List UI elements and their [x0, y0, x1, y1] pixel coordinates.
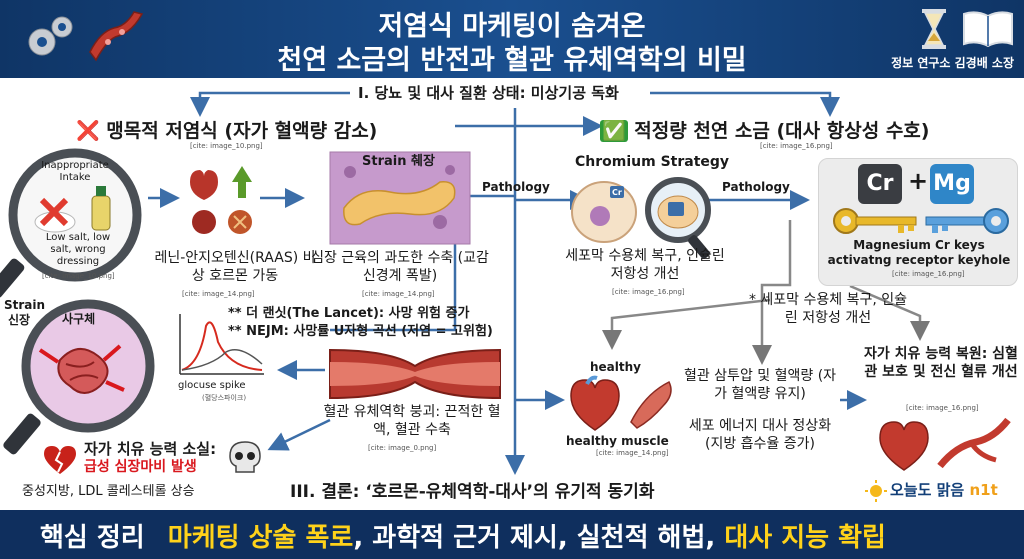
right-heading-text: 적정량 천연 소금 (대사 항상성 수호) — [634, 120, 930, 142]
membrane-label: 세포막 수용체 복구, 인슐린 저항성 개선 — [565, 248, 725, 282]
dressing-label: Low salt, low salt, wrong dressing — [45, 232, 111, 267]
recovery-cite: [cite: image_16.png] — [906, 404, 979, 412]
cell-cr-label: Cr — [612, 188, 622, 197]
glucose-spike-sub: (혈당스파이크) — [202, 394, 247, 402]
kidney-strain-label: Strain 신장 — [4, 298, 46, 327]
footer-summary: 핵심 정리 마케팅 상술 폭로, 과학적 근거 제시, 실천적 해법, 대사 지… — [0, 510, 1024, 559]
pancreas-icon — [329, 151, 471, 245]
lipids-label: 중성지방, LDL 콜레스테롤 상승 — [22, 484, 195, 499]
healthy-label: healthy — [590, 360, 641, 374]
keys-label: Magnesium Cr keys activatng receptor key… — [827, 238, 1011, 267]
right-heading: ✅ 적정량 천연 소금 (대사 항상성 수호) — [600, 116, 929, 143]
dressing-cite: [cite: image_10.png] — [42, 272, 115, 280]
heart-strain-cite: [cite: image_14.png] — [362, 290, 435, 298]
collapse-cite: [cite: image_0.png] — [368, 444, 437, 452]
raas-label: 레닌-안지오텐신(RAAS) 비상 호르몬 가동 — [154, 250, 316, 284]
blue-key-icon — [925, 208, 1009, 234]
cell-magnifier-icon — [571, 177, 711, 259]
check-mark-icon: ✅ — [600, 120, 628, 142]
vessel-label: 혈관 삼투압 및 혈액량 (자가 혈액량 유지) — [683, 368, 837, 402]
collapse-label: 혈관 유체역학 붕괴: 끈적한 혈액, 혈관 수축 — [323, 404, 501, 438]
left-heading-cite: [cite: image_10.png] — [190, 142, 263, 150]
recovery-heart-vessel-icon — [879, 417, 1011, 471]
recovery-label: 자가 치유 능력 복원: 심혈관 보호 및 전신 혈류 개선 — [864, 346, 1018, 380]
golden-key-icon — [833, 208, 917, 234]
skull-icon — [229, 441, 261, 473]
glucose-spike-chart-icon — [179, 314, 264, 375]
keys-cite: [cite: image_16.png] — [892, 270, 965, 278]
top-banner: I. 당뇨 및 대사 질환 상태: 미상기공 독화 — [352, 84, 625, 103]
title-line-2: 천연 소금의 반전과 혈관 유체역학의 비밀 — [277, 45, 747, 76]
key-plus-label: + — [908, 167, 929, 195]
blood-vessel-icon — [89, 11, 144, 62]
kidney-magnifier-icon — [3, 299, 155, 455]
pancreas-title: Strain 췌장 — [362, 154, 435, 169]
footer-part-3: , 과학적 근거 제시, 실천적 해법, — [353, 523, 725, 553]
healthy-heart-muscle-icon — [570, 375, 672, 431]
membrane2-label: * 세포막 수용체 복구, 인슐린 저항성 개선 — [748, 292, 908, 326]
hourglass-icon — [922, 9, 946, 49]
book-icon — [963, 11, 1013, 48]
membrane-cite: [cite: image_16.png] — [612, 288, 685, 296]
title-line-1: 저염식 마케팅이 숨겨온 — [378, 11, 646, 42]
left-heading: ❌ 맹목적 저염식 (자가 혈액량 감소) — [76, 116, 377, 143]
healthy-cite: [cite: image_14.png] — [596, 449, 669, 457]
sun-icon — [865, 480, 887, 502]
footer-part-1: 핵심 정리 — [40, 523, 145, 553]
hormone-organs-icon — [190, 166, 252, 234]
glucose-spike-label: glocuse spike — [178, 380, 246, 391]
cardiac-label: 급성 심장마비 발생 — [84, 459, 197, 475]
lancet-note-2: ** NEJM: 사망률 U자형 곡선 (저염 = 고위험) — [228, 324, 493, 339]
brand-name: 오늘도 맑음 — [890, 481, 970, 499]
chromium-strategy-title: Chromium Strategy — [575, 154, 730, 170]
raas-cite: [cite: image_14.png] — [182, 290, 255, 298]
gears-icon — [28, 16, 73, 56]
cross-mark-icon: ❌ — [76, 120, 100, 142]
header-bar — [0, 0, 1024, 78]
glomerulus-label: 사구체 — [62, 312, 96, 326]
magnifier-salt-icon — [0, 148, 142, 298]
cr-key-label: Cr — [858, 164, 902, 204]
broken-heart-icon — [44, 446, 76, 474]
heart-strain-label: 심장 근육의 과도한 수축 (교감신경계 폭발) — [311, 250, 489, 284]
footer-part-4: 대사 지능 확립 — [724, 523, 886, 553]
mg-key-label: Mg — [930, 164, 974, 204]
inappropriate-label: Inappropriate Intake — [41, 160, 109, 183]
constricted-vessel-icon — [329, 348, 501, 400]
footer-part-2: 마케팅 상술 폭로 — [167, 523, 354, 553]
healthy-muscle-label: healthy muscle — [566, 434, 669, 448]
loss-label: 자가 치유 능력 소실: — [84, 440, 217, 458]
lancet-note-1: ** 더 랜싯(The Lancet): 사망 위험 증가 — [228, 306, 470, 321]
conclusion-label: III. 결론: ‘호르몬-유체역학-대사’의 유기적 동기화 — [290, 482, 655, 502]
pathology-label-1: Pathology — [482, 180, 550, 194]
pathology-label-2: Pathology — [722, 180, 790, 194]
energy-label: 세포 에너지 대사 정상화 (지방 흡수율 증가) — [688, 418, 832, 452]
brand-name-suffix: n1t — [969, 481, 998, 499]
left-heading-text: 맹목적 저염식 (자가 혈액량 감소) — [106, 120, 378, 142]
author-credit: 정보 연구소 김경배 소장 — [891, 56, 1014, 70]
right-heading-cite: [cite: image_16.png] — [760, 142, 833, 150]
brand-label: 오늘도 맑음 n1t — [890, 481, 998, 500]
